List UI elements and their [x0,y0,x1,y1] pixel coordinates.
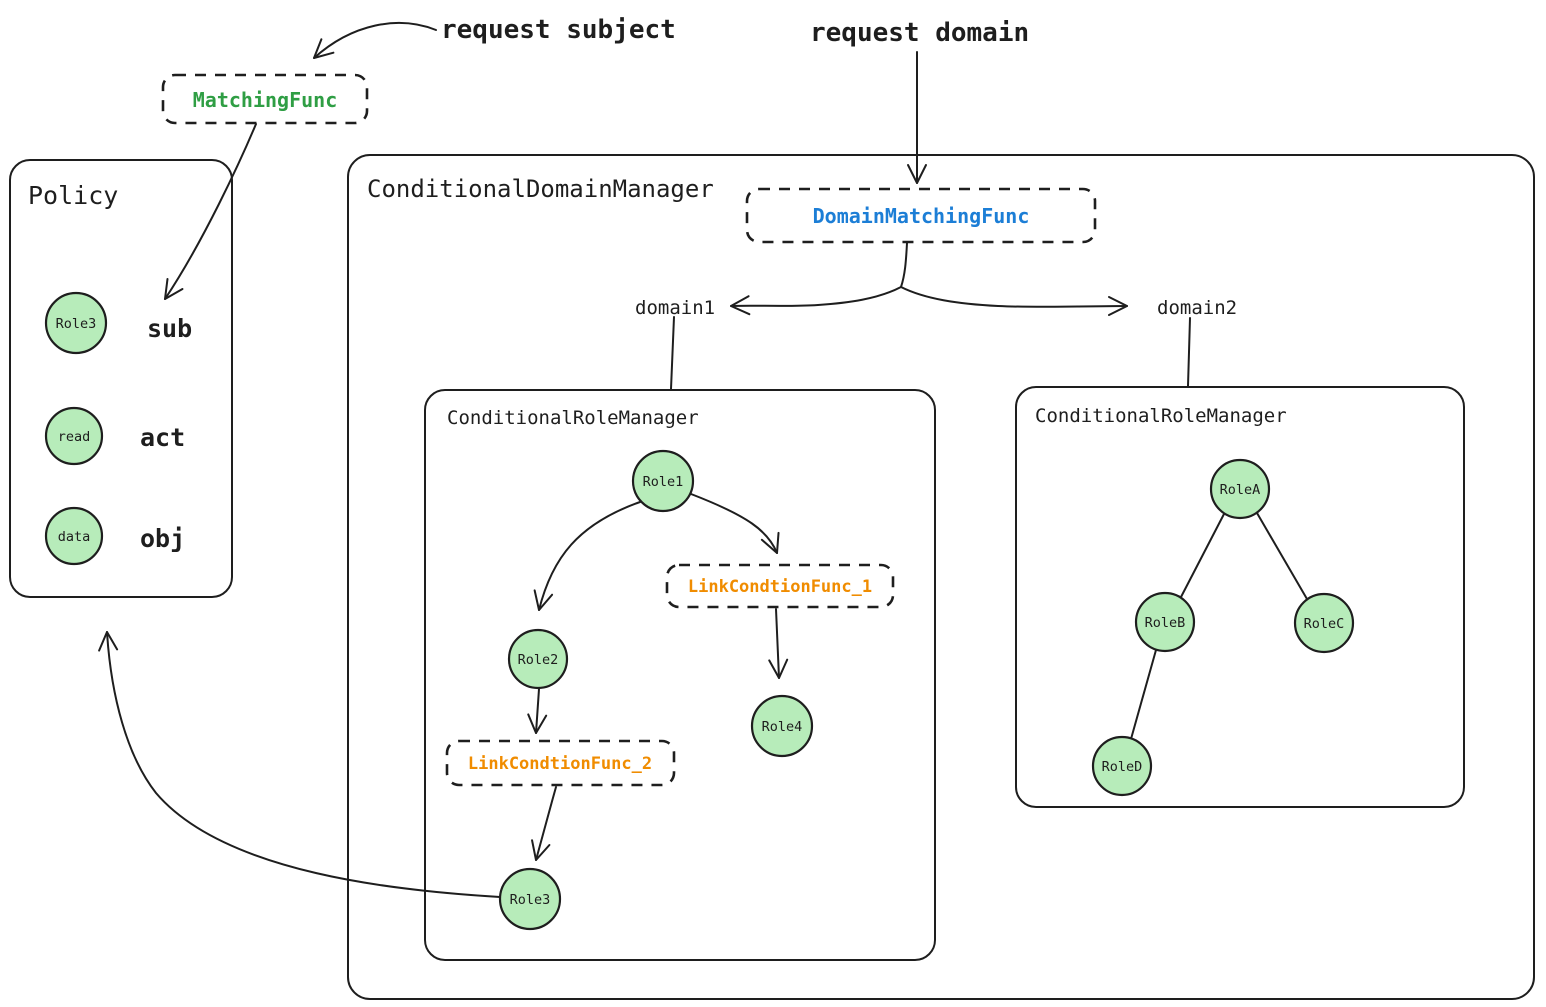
domain-matching-func-box [745,187,1097,244]
conditional-domain-manager-title: ConditionalDomainManager [367,175,714,203]
arrow-link-condtion-func-2-to-role3 [531,786,557,861]
domain2-label: domain2 [1157,297,1237,319]
policy-obj-label: obj [140,524,185,553]
link-condtion-func-2-box [445,739,676,787]
arrow-role1-to-role2 [533,501,641,611]
arrow-role1-to-link-condtion-func-1 [690,493,780,554]
matching-func-box [161,73,369,125]
node-roleA-label: RoleA [1220,482,1261,498]
conditional-role-manager-1-box [424,389,936,961]
line-domain1-to-role-manager-1 [670,316,675,390]
arrow-matching-func-to-sub [164,123,257,300]
node-roleB [1134,591,1196,653]
node-roleD [1091,735,1153,797]
matching-func-label: MatchingFunc [193,88,338,112]
policy-node-role3-label: Role3 [56,316,97,332]
policy-node-read-label: read [58,429,91,445]
arrow-fork-to-domain1 [730,286,902,316]
arrow-request-subject-to-matching-func [313,22,437,59]
node-roleC [1293,592,1355,654]
node-role1-label: Role1 [643,474,684,490]
policy-act-label: act [140,423,185,452]
policy-node-read [44,406,104,466]
arrow-role3-to-policy [98,631,501,898]
conditional-role-manager-1-title: ConditionalRoleManager [447,407,699,429]
line-domain2-to-role-manager-2 [1187,317,1191,387]
arrow-role2-to-link-condtion-func-2 [527,688,548,734]
domain-matching-func-label: DomainMatchingFunc [813,204,1030,228]
request-subject-label: request subject [441,15,676,45]
policy-node-role3 [44,291,108,355]
line-roleB-to-roleD [1130,649,1157,740]
node-roleB-label: RoleB [1145,615,1186,631]
conditional-role-manager-2-title: ConditionalRoleManager [1035,405,1287,427]
node-role3 [498,867,562,931]
policy-node-data [44,506,104,566]
request-domain-label: request domain [810,18,1029,48]
link-condtion-func-1-label: LinkCondtionFunc_1 [688,577,872,597]
domain1-label: domain1 [635,297,715,319]
conditional-role-manager-2-box [1015,386,1465,808]
node-roleD-label: RoleD [1102,759,1143,775]
fork-stem-line [900,242,908,288]
policy-sub-label: sub [147,314,192,343]
node-role1 [631,449,695,513]
policy-box [9,159,233,598]
arrow-link-condtion-func-1-to-role4 [768,608,789,679]
link-condtion-func-2-label: LinkCondtionFunc_2 [468,754,652,774]
link-condtion-func-1-box [665,563,895,609]
arrow-fork-to-domain2 [900,286,1128,317]
policy-node-data-label: data [58,529,91,545]
policy-title: Policy [28,181,118,210]
node-role2-label: Role2 [518,652,559,668]
node-role4 [750,694,814,758]
node-role2 [507,628,569,690]
node-roleA [1209,458,1271,520]
node-role4-label: Role4 [762,719,803,735]
line-roleA-to-roleB [1180,513,1225,598]
node-roleC-label: RoleC [1304,616,1345,632]
conditional-domain-manager-box [347,154,1535,1000]
node-role3-label: Role3 [510,892,551,908]
line-roleA-to-roleC [1256,512,1308,600]
